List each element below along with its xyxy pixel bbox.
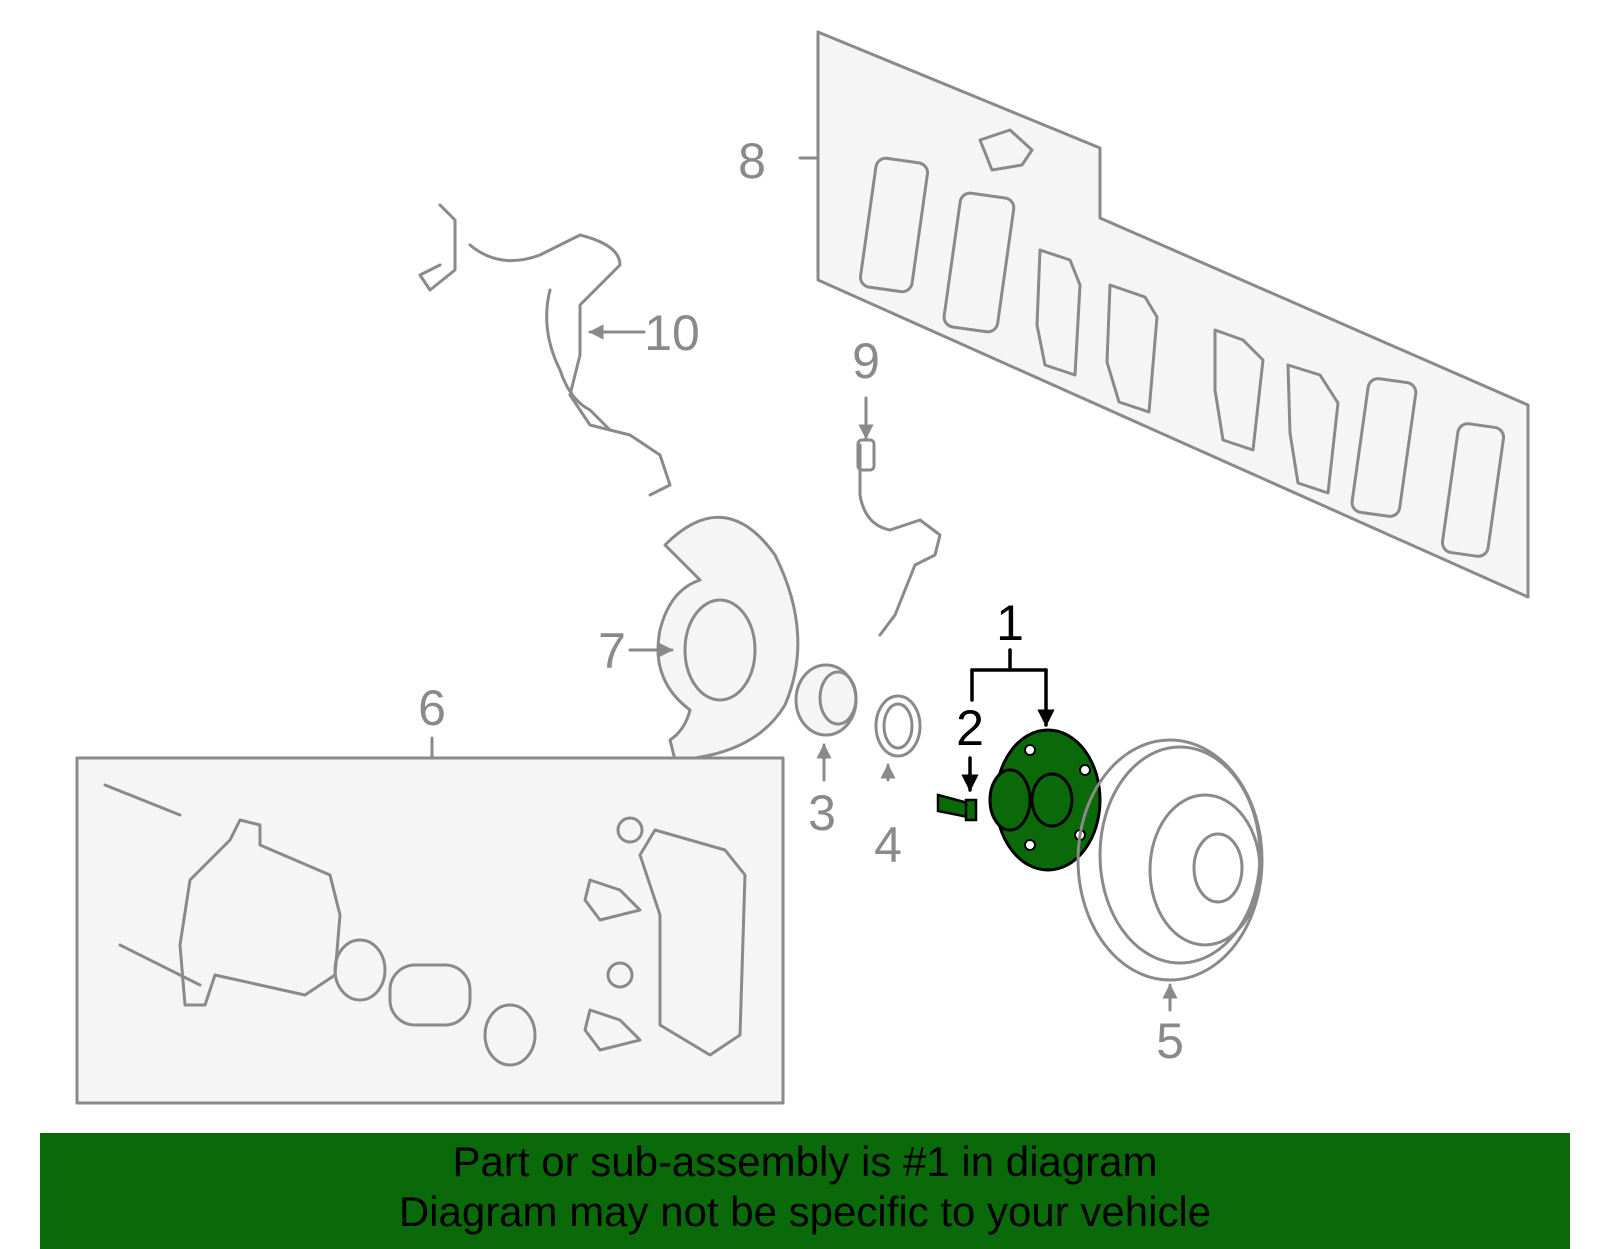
callout-9: 9 (852, 333, 880, 389)
hub-icon (988, 728, 1102, 872)
info-banner: Part or sub-assembly is #1 in diagram Di… (40, 1133, 1570, 1249)
brake-hose-group[interactable]: 9 (852, 333, 942, 637)
caliper-kit-group[interactable]: 6 (75, 680, 785, 1105)
brake-pad-set-group[interactable]: 8 (738, 30, 1530, 599)
snap-ring-group[interactable]: 4 (874, 694, 922, 873)
callout-1: 1 (996, 595, 1024, 651)
hub-assembly-group[interactable]: 1 2 (936, 595, 1102, 872)
callout-8: 8 (738, 133, 766, 189)
callout-5: 5 (1156, 1013, 1184, 1069)
callout-10: 10 (644, 305, 700, 361)
caliper-icon (103, 783, 747, 1067)
wheel-bearing-group[interactable]: 3 (794, 663, 858, 841)
callout-6: 6 (418, 680, 446, 736)
wheel-stud-icon (936, 793, 978, 822)
brake-pad-icon (859, 128, 1506, 558)
abs-sensor-wire-group[interactable]: 10 (418, 203, 700, 497)
callout-7: 7 (598, 623, 626, 679)
callout-3: 3 (808, 785, 836, 841)
dust-shield-group[interactable]: 7 (598, 515, 800, 762)
banner-line-1: Part or sub-assembly is #1 in diagram (452, 1138, 1158, 1185)
callout-4: 4 (874, 817, 902, 873)
brake-rotor-group[interactable]: 5 (1076, 738, 1264, 1069)
banner-line-2: Diagram may not be specific to your vehi… (398, 1188, 1212, 1235)
callout-2: 2 (956, 700, 984, 756)
